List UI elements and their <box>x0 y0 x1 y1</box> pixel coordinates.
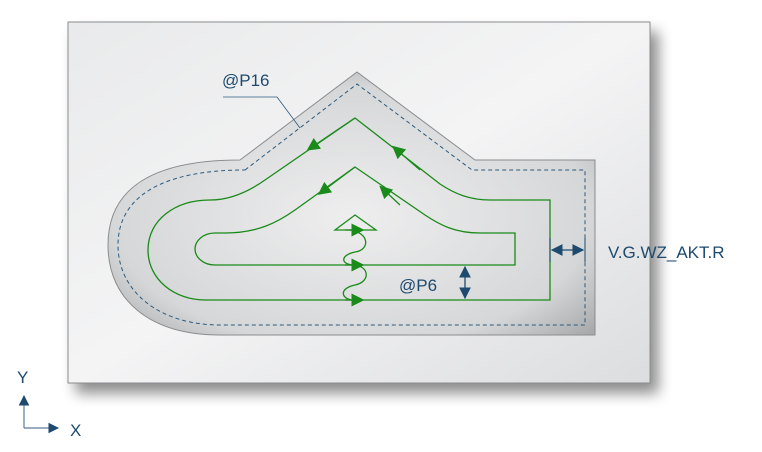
p16-leader-line-diag <box>276 96 301 129</box>
tool-radius-label: V.G.WZ_AKT.R <box>608 243 725 262</box>
p6-label: @P6 <box>399 276 437 295</box>
infeed-wave <box>342 223 367 307</box>
y-axis-label: Y <box>17 368 28 387</box>
outer-tool-path <box>147 117 551 301</box>
contour-offset-dashed <box>117 83 586 326</box>
coordinate-axes: Y X <box>17 368 81 440</box>
inner-tool-path <box>194 166 516 266</box>
p16-label: @P16 <box>222 71 270 90</box>
x-axis-label: X <box>70 421 81 440</box>
pocket-outline <box>107 71 596 336</box>
